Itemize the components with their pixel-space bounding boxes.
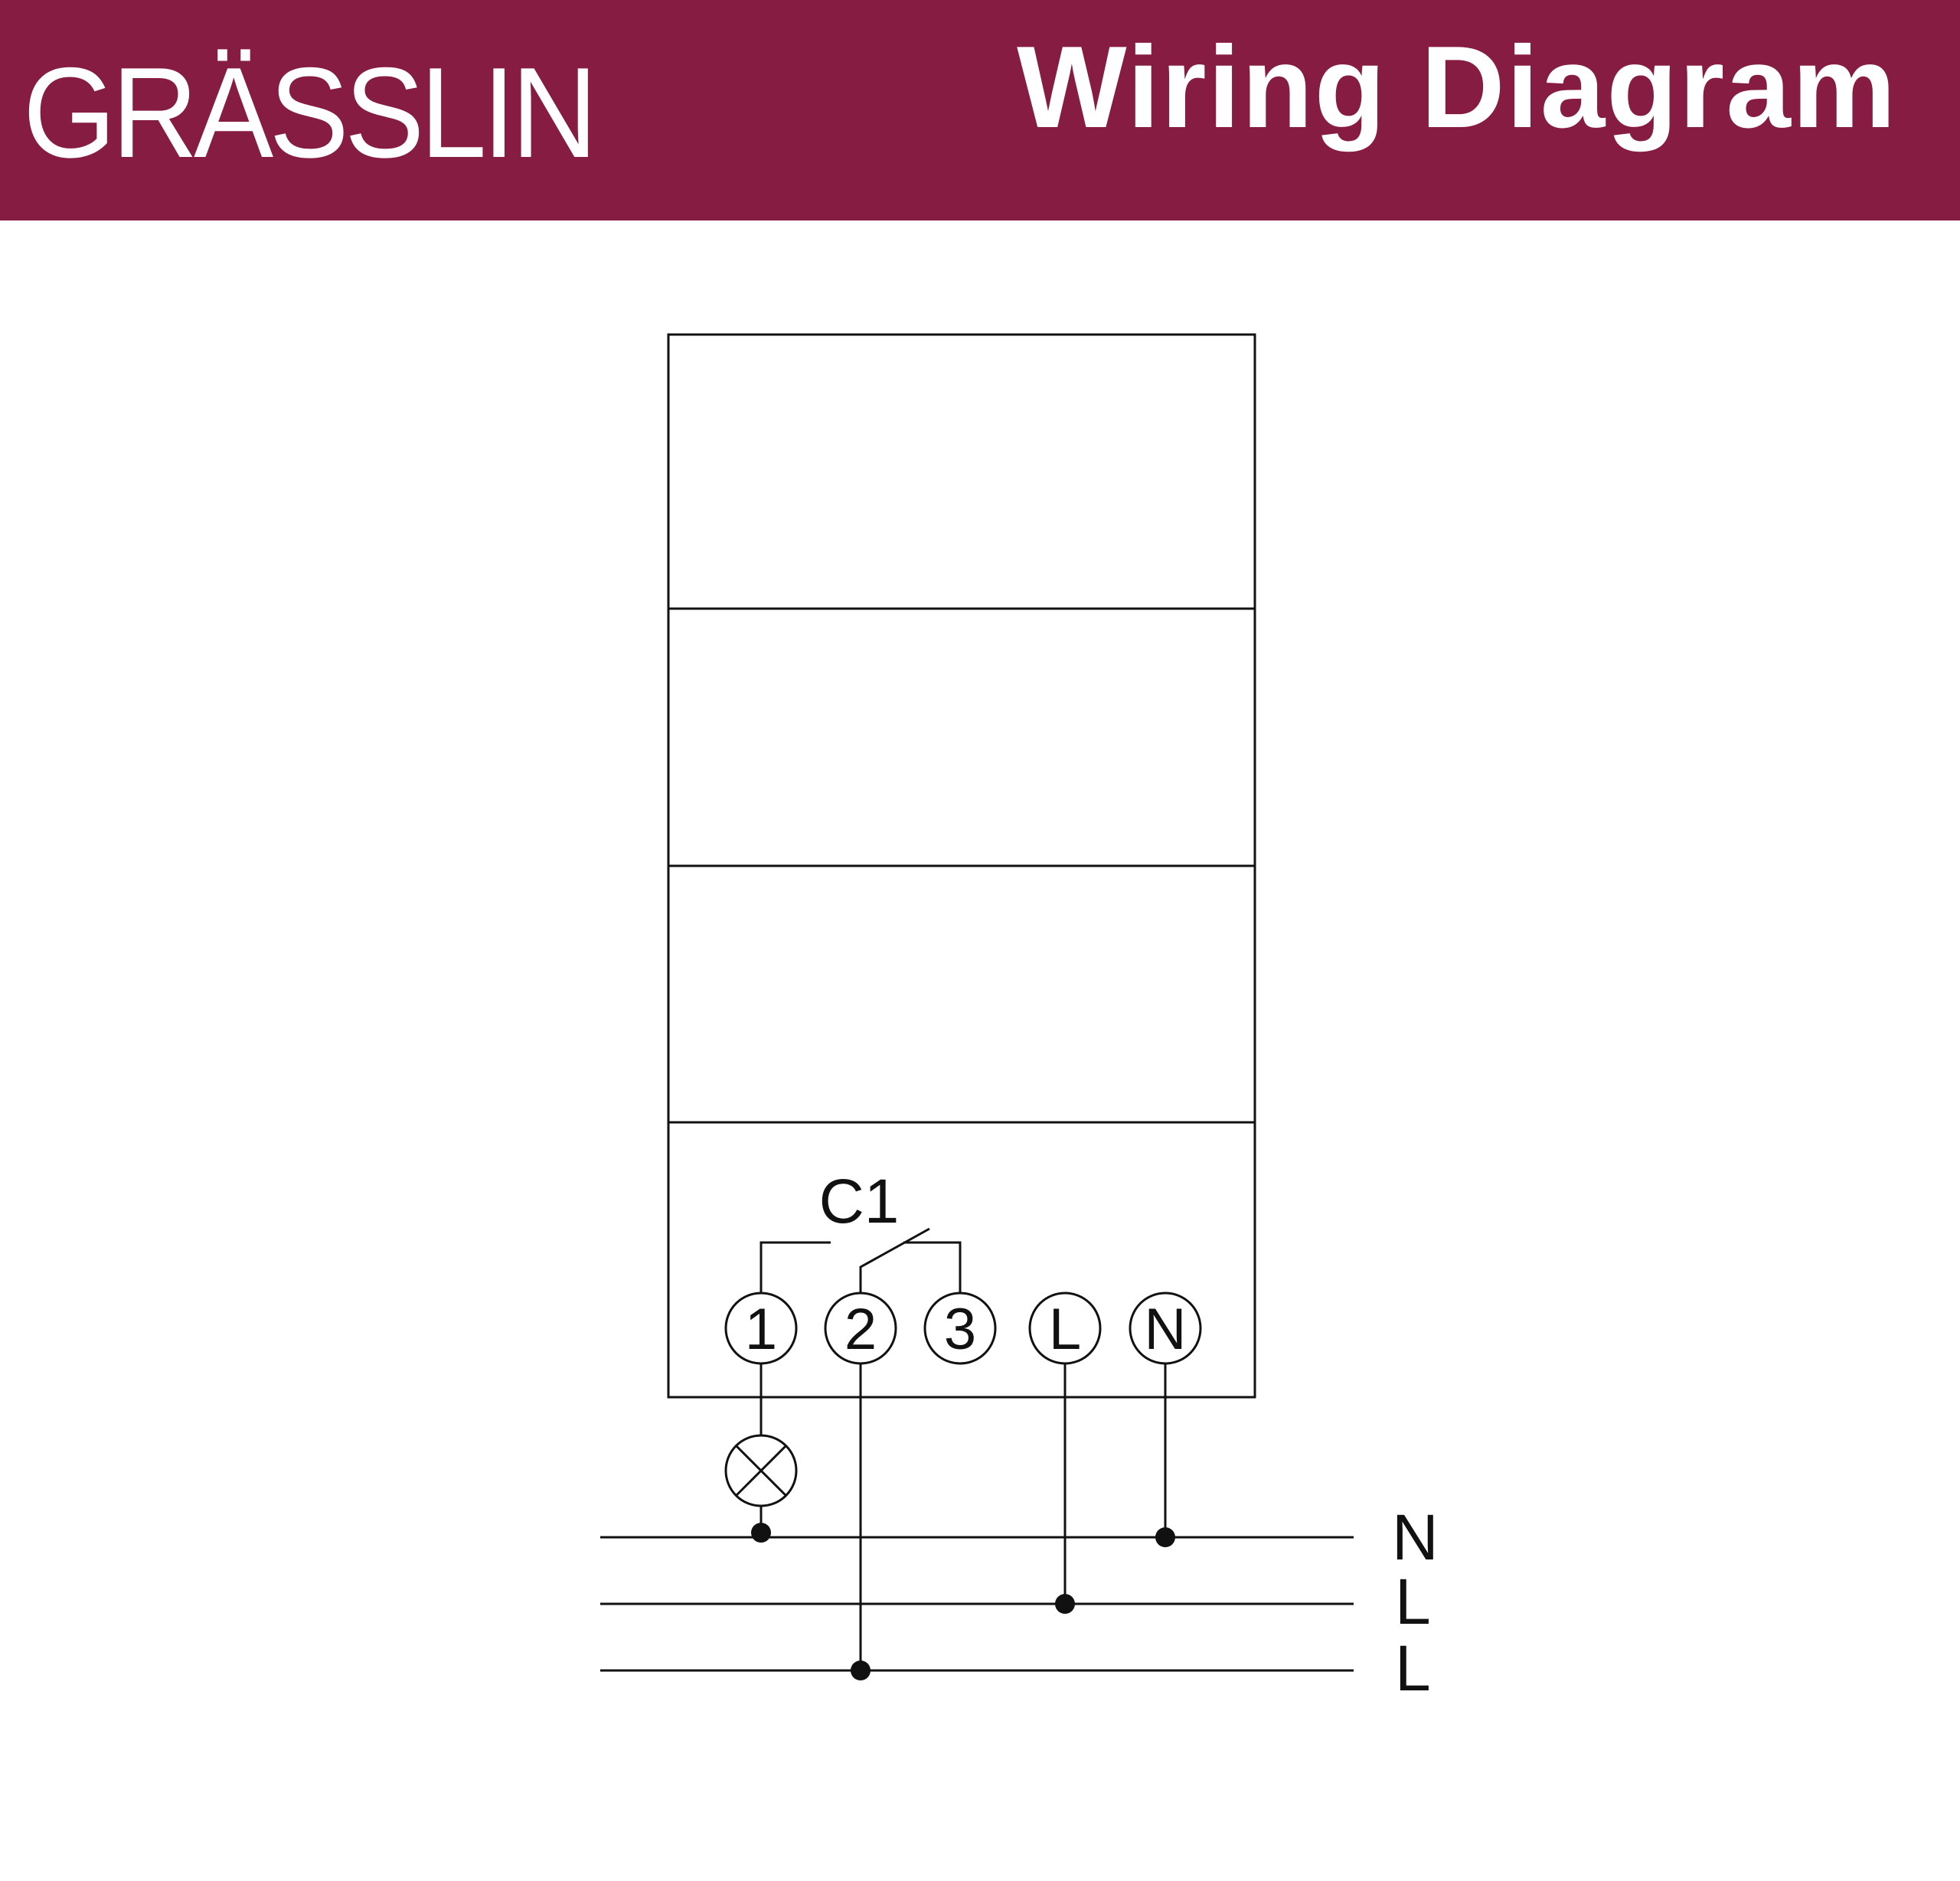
lamp-icon bbox=[724, 1434, 798, 1507]
supply-label-l1: L bbox=[1395, 1566, 1431, 1638]
junction-n bbox=[1155, 1527, 1175, 1547]
grasslin-logo: GRÄSSLIN bbox=[23, 42, 598, 165]
terminal-label-2: 2 bbox=[844, 1297, 877, 1362]
terminal-3 bbox=[923, 1292, 997, 1365]
junction-lamp-neutral bbox=[751, 1523, 771, 1543]
header-bar: GRÄSSLIN Wiring Diagram bbox=[0, 0, 1960, 220]
terminal-label-l: L bbox=[1049, 1297, 1081, 1362]
terminal-label-n: N bbox=[1145, 1297, 1187, 1362]
page-title: Wiring Diagram bbox=[1017, 22, 1897, 152]
junction-l2 bbox=[851, 1661, 871, 1680]
contact-label: C1 bbox=[819, 1167, 900, 1236]
supply-label-l2: L bbox=[1395, 1632, 1431, 1704]
supply-label-n: N bbox=[1392, 1501, 1439, 1573]
junction-l1 bbox=[1055, 1594, 1075, 1614]
terminal-label-1: 1 bbox=[745, 1297, 777, 1362]
brand-name: GRÄSSLIN bbox=[23, 42, 593, 165]
terminal-label-3: 3 bbox=[944, 1297, 976, 1362]
changeover-contact bbox=[760, 1227, 962, 1293]
